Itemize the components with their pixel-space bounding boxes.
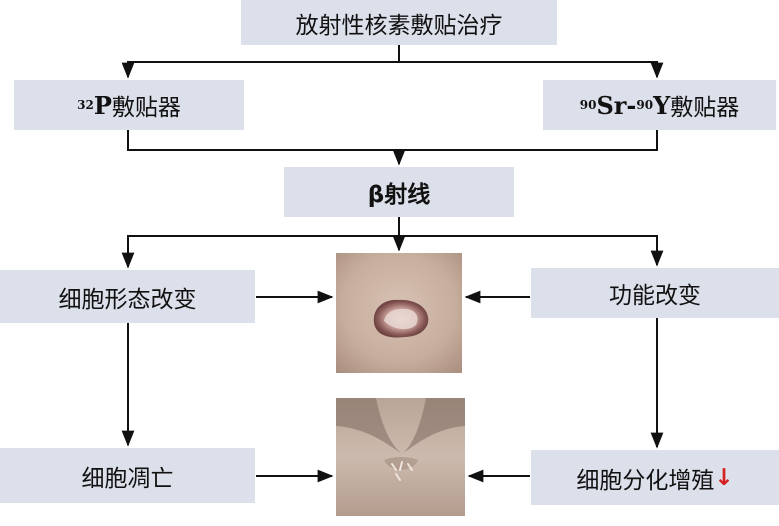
decrease-arrow-icon: ↓ bbox=[714, 464, 734, 491]
node-cell-proliferation: 细胞分化增殖↓ bbox=[531, 450, 779, 505]
connector-beta-split-left bbox=[121, 217, 400, 269]
photo-skin-lesion bbox=[336, 253, 462, 373]
connector-top-split-right bbox=[399, 61, 664, 79]
y-superscript: 90 bbox=[636, 98, 654, 112]
node-beta-ray: β射线 bbox=[284, 167, 514, 217]
sr-y-label: 敷贴器 bbox=[670, 95, 740, 121]
connector-top-split bbox=[121, 45, 400, 79]
connector-beta-split-right bbox=[399, 235, 664, 267]
sr-superscript: 90 bbox=[579, 98, 597, 112]
node-function-change-label: 功能改变 bbox=[609, 283, 701, 309]
y-isotope: Y bbox=[653, 90, 671, 120]
node-radionuclide-therapy: 放射性核素敷贴治疗 bbox=[241, 0, 557, 45]
connector-merge-left bbox=[127, 130, 658, 151]
p32-superscript: 32 bbox=[77, 98, 94, 112]
node-radionuclide-therapy-label: 放射性核素敷贴治疗 bbox=[295, 12, 503, 39]
node-cell-morphology-label: 细胞形态改变 bbox=[58, 286, 197, 313]
node-function-change: 功能改变 bbox=[531, 268, 779, 318]
node-cell-apoptosis-label: 细胞凋亡 bbox=[81, 465, 174, 492]
node-beta-ray-label: β射线 bbox=[367, 182, 431, 208]
p32-isotope: P bbox=[93, 90, 112, 120]
sr-isotope: Sr- bbox=[596, 90, 637, 120]
node-cell-morphology-change: 细胞形态改变 bbox=[0, 270, 255, 323]
node-cell-proliferation-label: 细胞分化增殖 bbox=[576, 467, 715, 494]
photo-neck-scar bbox=[336, 398, 465, 516]
p32-label: 敷贴器 bbox=[111, 95, 181, 121]
node-cell-apoptosis: 细胞凋亡 bbox=[0, 448, 255, 503]
